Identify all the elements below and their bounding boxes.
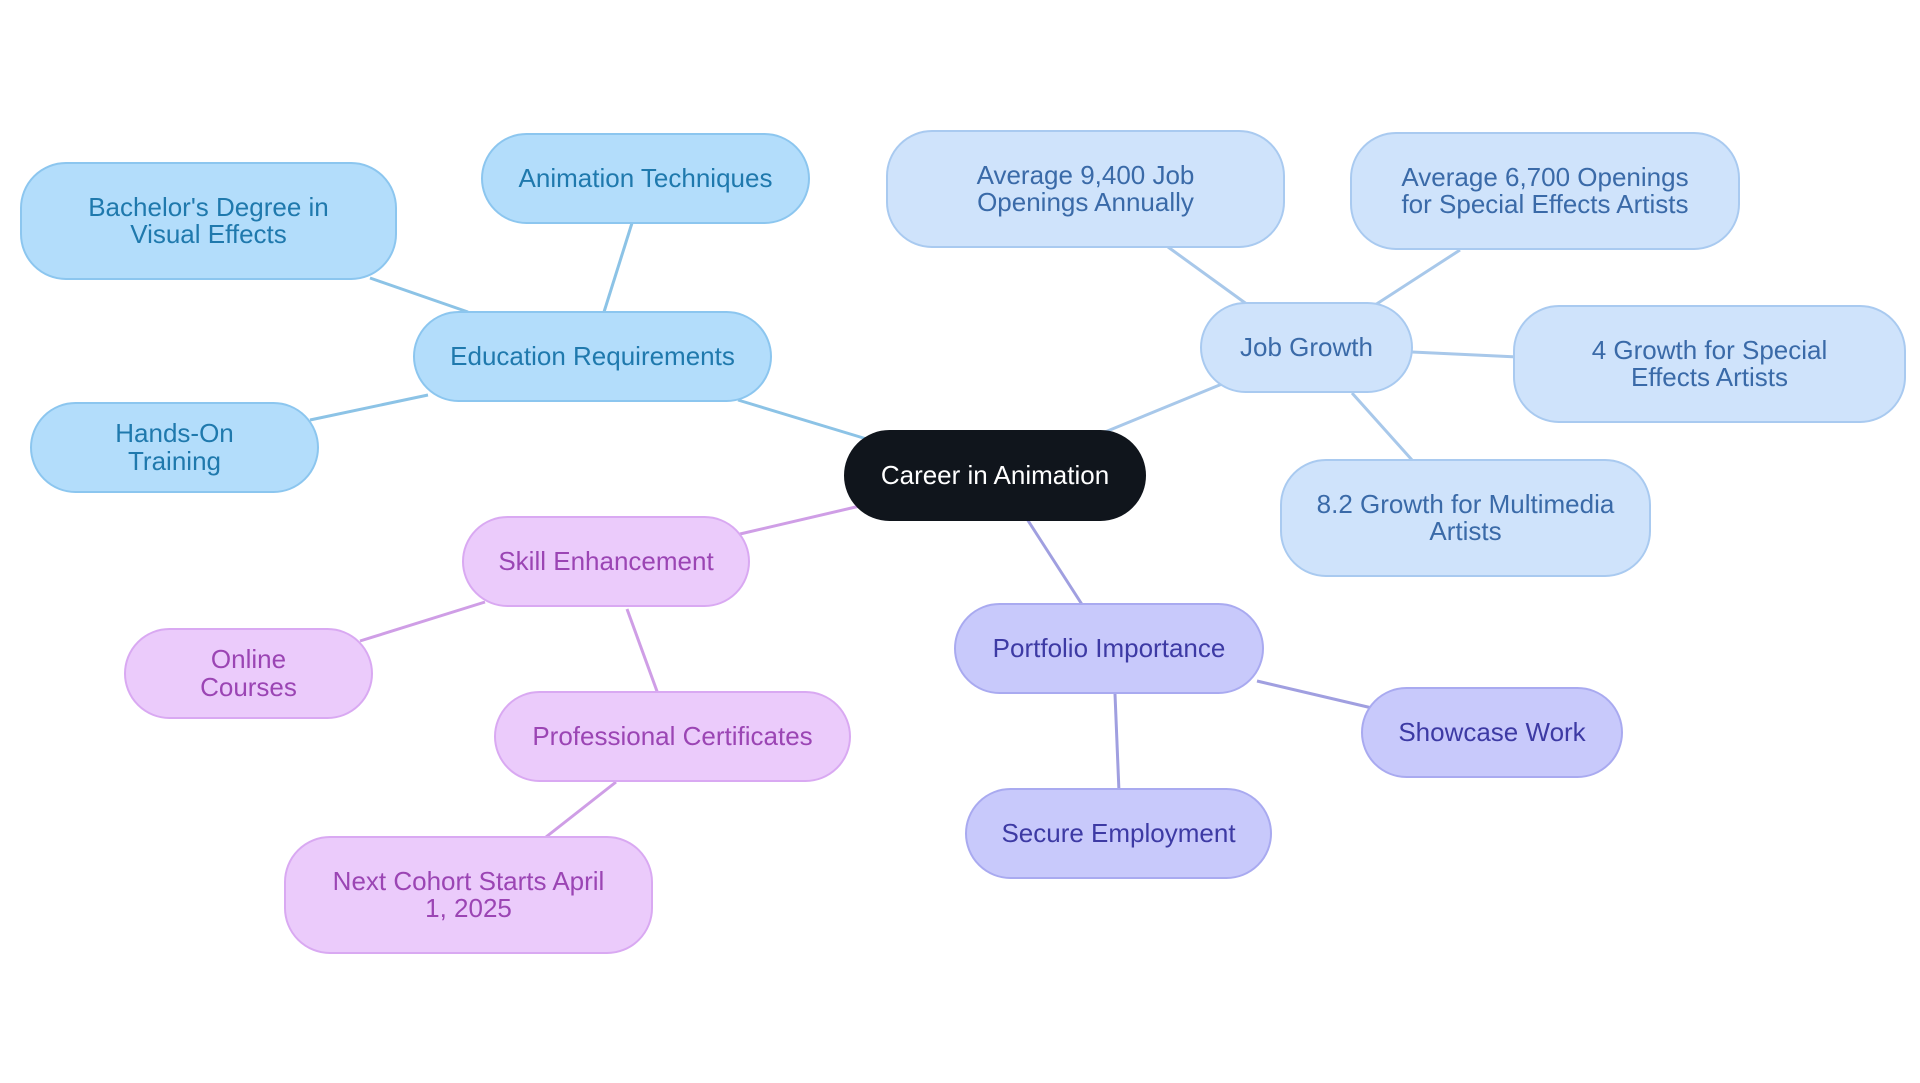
node-bachelors-degree[interactable]: Bachelor's Degree in Visual Effects — [20, 162, 397, 280]
node-6700-openings[interactable]: Average 6,700 Openings for Special Effec… — [1350, 132, 1740, 250]
node-job-growth[interactable]: Job Growth — [1200, 302, 1413, 393]
node-skill-enhancement[interactable]: Skill Enhancement — [462, 516, 750, 607]
link-jobgrowth-82growth — [1350, 391, 1414, 462]
link-skill-online — [359, 600, 486, 643]
node-4-growth[interactable]: 4 Growth for Special Effects Artists — [1513, 305, 1906, 423]
link-jobgrowth-9400 — [1167, 245, 1249, 307]
root-label: Career in Animation — [880, 459, 1110, 490]
node-professional-certificates[interactable]: Professional Certificates — [494, 691, 851, 782]
root-node[interactable]: Career in Animation — [844, 430, 1146, 521]
node-hands-on-training[interactable]: Hands-On Training — [30, 402, 319, 493]
node-secure-employment[interactable]: Secure Employment — [965, 788, 1272, 879]
node-portfolio-importance[interactable]: Portfolio Importance — [954, 603, 1264, 694]
link-jobgrowth-6700 — [1374, 248, 1461, 307]
node-showcase-work[interactable]: Showcase Work — [1361, 687, 1623, 778]
link-root-jobgrowth — [1104, 382, 1223, 434]
node-82-growth[interactable]: 8.2 Growth for Multimedia Artists — [1280, 459, 1651, 577]
link-root-skill — [739, 504, 861, 536]
node-education-requirements[interactable]: Education Requirements — [413, 311, 772, 402]
link-root-education — [737, 398, 871, 442]
node-online-courses[interactable]: Online Courses — [124, 628, 373, 719]
link-education-bachelor — [369, 276, 469, 314]
link-education-techniques — [602, 222, 634, 313]
link-root-portfolio — [1025, 518, 1085, 607]
link-portfolio-showcase — [1256, 679, 1373, 710]
node-animation-techniques[interactable]: Animation Techniques — [481, 133, 810, 224]
link-skill-certificates — [625, 608, 660, 695]
link-certificates-cohort — [545, 780, 617, 839]
link-portfolio-secure — [1113, 693, 1121, 793]
node-9400-openings[interactable]: Average 9,400 Job Openings Annually — [886, 130, 1285, 248]
link-education-handson — [309, 393, 429, 422]
node-next-cohort[interactable]: Next Cohort Starts April 1, 2025 — [284, 836, 653, 954]
link-jobgrowth-4growth — [1411, 350, 1519, 359]
